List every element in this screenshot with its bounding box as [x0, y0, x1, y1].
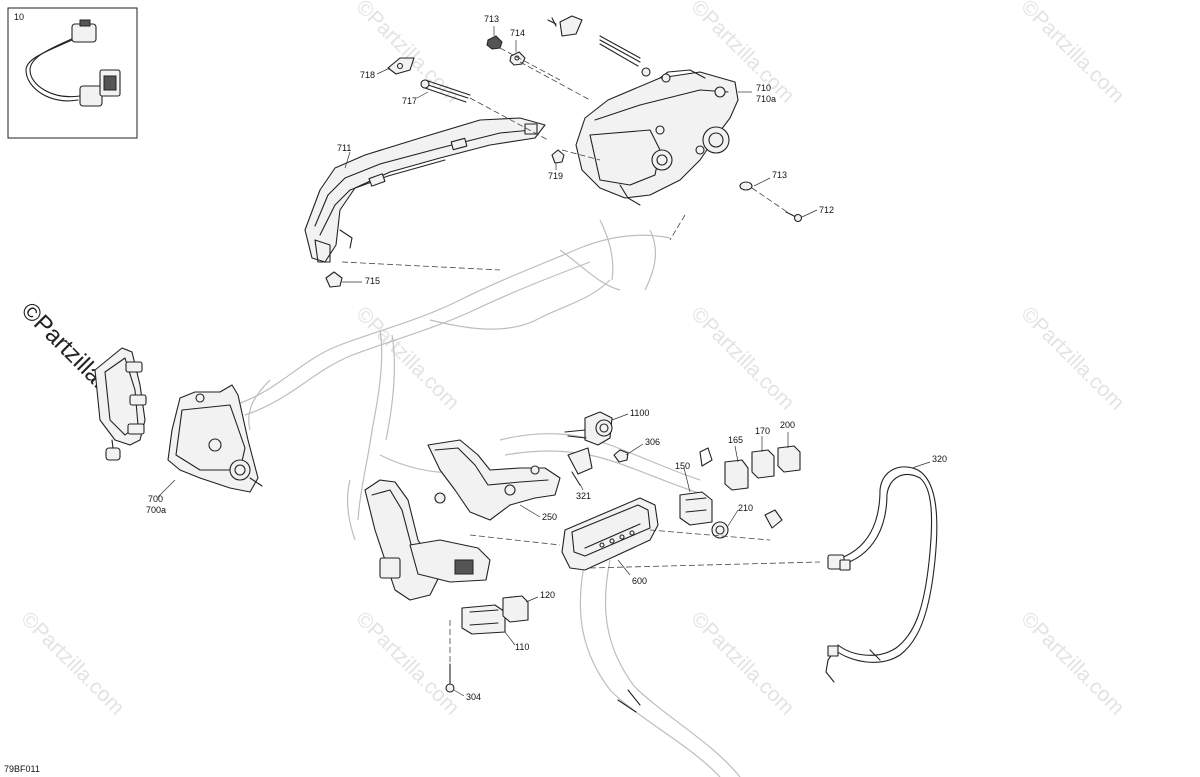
switch-cover-165[interactable] [724, 459, 749, 491]
adapter-cable-10[interactable] [25, 19, 121, 107]
watermark: ©Partzilla.com [1016, 607, 1128, 719]
assembly-lines [341, 47, 821, 665]
diagram-code: 79BF011 [4, 764, 40, 774]
watermark-layer: ©Partzilla.com ©Partzilla.com ©Partzilla… [16, 0, 1129, 719]
nut-719[interactable] [551, 149, 565, 164]
callout-700: 700 [148, 494, 163, 504]
callout-718: 718 [360, 70, 375, 80]
callout-715: 715 [365, 276, 380, 286]
callout-306: 306 [645, 437, 660, 447]
callout-717: 717 [402, 96, 417, 106]
callout-150: 150 [675, 461, 690, 471]
callout-711: 711 [337, 143, 351, 153]
callout-710a: 710a [756, 94, 776, 104]
callout-170: 170 [755, 426, 770, 436]
inset-box: 10 [7, 7, 138, 139]
callout-120: 120 [540, 590, 555, 600]
switch-cover-170[interactable] [751, 449, 775, 479]
callout-713: 713 [772, 170, 787, 180]
screw-717[interactable] [420, 79, 471, 103]
left-column[interactable] [364, 479, 491, 601]
display-cluster-600[interactable] [561, 497, 659, 571]
headlight-assembly-700[interactable] [167, 384, 263, 493]
screw-715[interactable] [325, 271, 343, 288]
bracket-321[interactable] [567, 447, 593, 486]
fasteners-top [325, 15, 803, 288]
light-bar-711[interactable] [304, 117, 546, 263]
watermark: ©Partzilla.com [686, 607, 798, 719]
clip-150[interactable] [699, 447, 713, 467]
callout-10: 10 [14, 12, 24, 22]
callout-712: 712 [819, 205, 834, 215]
watermark: ©Partzilla.com [351, 607, 463, 719]
callout-320: 320 [932, 454, 947, 464]
callout-710: 710 [756, 83, 771, 93]
callout-110: 110 [515, 642, 529, 652]
switch-150[interactable] [679, 491, 713, 526]
callout-165: 165 [728, 435, 743, 445]
watermark: ©Partzilla.com [686, 302, 798, 414]
connector-1100[interactable] [564, 411, 613, 446]
headlight-assembly-710[interactable] [575, 69, 739, 206]
callout-210: 210 [738, 503, 753, 513]
callout-321: 321 [576, 491, 591, 501]
callout-713: 713 [484, 14, 499, 24]
callout-719: 719 [548, 171, 563, 181]
washer-713[interactable] [739, 181, 753, 191]
callout-304: 304 [466, 692, 481, 702]
leader-lines [157, 26, 931, 697]
callout-1100: 1100 [630, 408, 649, 418]
switch-110[interactable] [461, 604, 506, 635]
callout-714: 714 [510, 28, 525, 38]
screw-top[interactable] [547, 15, 671, 83]
watermark: ©Partzilla.com [1016, 302, 1128, 414]
screw-712[interactable] [785, 211, 803, 223]
support-bracket-250[interactable] [427, 439, 561, 521]
nut-306[interactable] [613, 449, 629, 463]
harness-320[interactable] [825, 466, 938, 683]
callout-600: 600 [632, 576, 647, 586]
watermark: ©Partzilla.com [16, 607, 128, 719]
screw-304[interactable] [445, 663, 455, 693]
watermark: ©Partzilla.com [1016, 0, 1128, 107]
switch-cover-200[interactable] [777, 445, 801, 473]
bracket-718[interactable] [387, 57, 415, 75]
headlight-lens[interactable] [94, 347, 147, 461]
callout-200: 200 [780, 420, 795, 430]
wiring-harness [234, 219, 741, 777]
nut-713[interactable] [486, 35, 503, 50]
switch-cover-120[interactable] [502, 595, 529, 623]
callout-700a: 700a [146, 505, 166, 515]
connector-210[interactable] [711, 509, 783, 539]
callout-labels: 713 714 718 717 710 710a 711 719 713 712… [146, 14, 947, 702]
watermark: ©Partzilla.com [351, 302, 463, 414]
callout-250: 250 [542, 512, 557, 522]
